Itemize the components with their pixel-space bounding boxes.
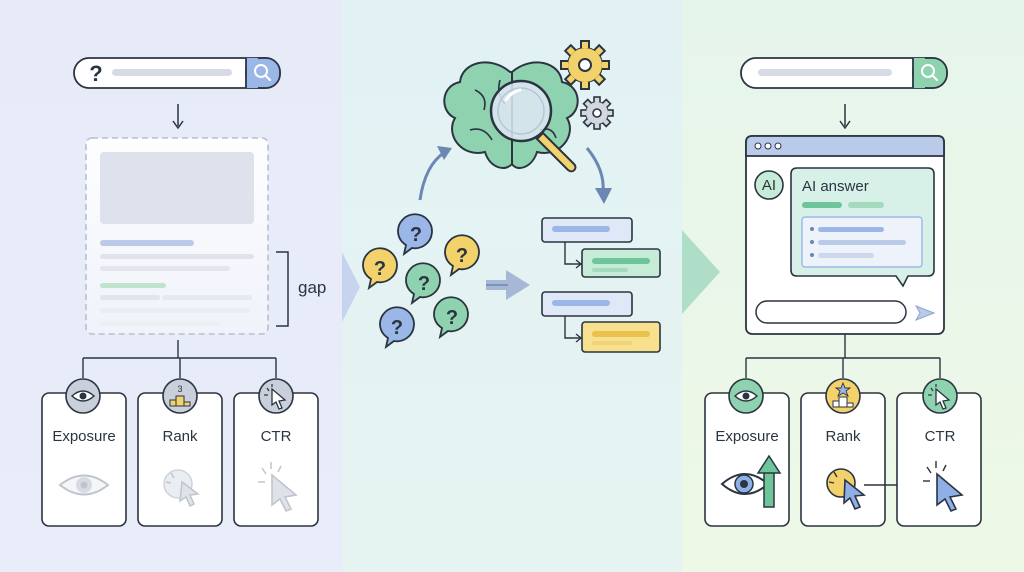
question-bubble-icon: ? (405, 262, 441, 306)
card-label: Exposure (715, 428, 778, 445)
chat-input (755, 300, 907, 324)
cursor-icon (928, 384, 951, 410)
card-label: Rank (825, 428, 861, 445)
ai-answer-title: AI answer (802, 178, 869, 195)
right-card-rank: Rank (800, 378, 886, 527)
search-icon (254, 64, 272, 82)
flowchart-icon (541, 217, 661, 353)
left-search-bar: ? (73, 57, 281, 89)
search-question-icon: ? (89, 61, 102, 86)
cursor-icon (258, 462, 298, 513)
podium-star-icon (832, 381, 854, 408)
right-card-ctr: CTR (896, 378, 982, 527)
card-label: Exposure (52, 428, 115, 445)
svg-text:?: ? (410, 224, 422, 246)
svg-text:?: ? (374, 258, 386, 280)
card-label: CTR (261, 428, 292, 445)
arrow-up-icon (756, 454, 782, 508)
svg-text:AI: AI (762, 177, 776, 194)
eye-icon (58, 474, 110, 496)
eye-icon (720, 473, 770, 495)
rank-number: 3 (177, 384, 182, 394)
panel-divider-arrow (342, 252, 360, 322)
question-bubble-icon: ? (362, 247, 398, 291)
right-down-arrow (839, 104, 851, 130)
podium-icon (169, 395, 191, 407)
gear-icon (560, 40, 610, 90)
question-bubble-icon: ? (444, 234, 480, 278)
arrow-to-flowchart (486, 270, 530, 300)
gear-icon (580, 96, 614, 130)
eye-icon (70, 390, 96, 402)
right-card-exposure: Exposure (704, 378, 790, 527)
svg-text:?: ? (418, 273, 430, 295)
left-card-exposure: Exposure (41, 378, 127, 527)
gap-label: gap (298, 278, 326, 297)
left-card-ctr: CTR (233, 378, 319, 527)
svg-text:?: ? (456, 245, 468, 267)
right-connectors (745, 334, 941, 378)
click-icon (826, 468, 867, 511)
left-connectors (82, 340, 277, 378)
ai-answer-bubble: AI answer (790, 167, 935, 288)
ai-answer-window: AI AI answer (745, 135, 945, 335)
svg-text:?: ? (391, 317, 403, 339)
right-search-bar (740, 57, 948, 89)
faded-click-icon (163, 469, 200, 508)
card-label: CTR (925, 428, 956, 445)
question-bubble-icon: ? (433, 296, 469, 340)
send-icon (914, 305, 936, 321)
search-icon (921, 64, 939, 82)
card-label: Rank (162, 428, 198, 445)
cursor-icon (923, 461, 964, 513)
svg-text:?: ? (446, 307, 458, 329)
left-down-arrow (172, 104, 184, 130)
question-bubble-icon: ? (379, 306, 415, 350)
panel-divider-arrow (682, 230, 720, 314)
gap-bracket (276, 251, 289, 327)
ai-badge: AI (754, 170, 784, 200)
eye-icon (733, 390, 759, 402)
question-bubble-icon: ? (397, 213, 433, 257)
curved-arrow-up (418, 146, 452, 201)
search-results-card (85, 137, 269, 335)
curved-arrow-down (585, 147, 612, 204)
left-card-rank: 3 Rank (137, 378, 223, 527)
magnifier-icon (489, 79, 577, 173)
cursor-icon (264, 384, 287, 410)
